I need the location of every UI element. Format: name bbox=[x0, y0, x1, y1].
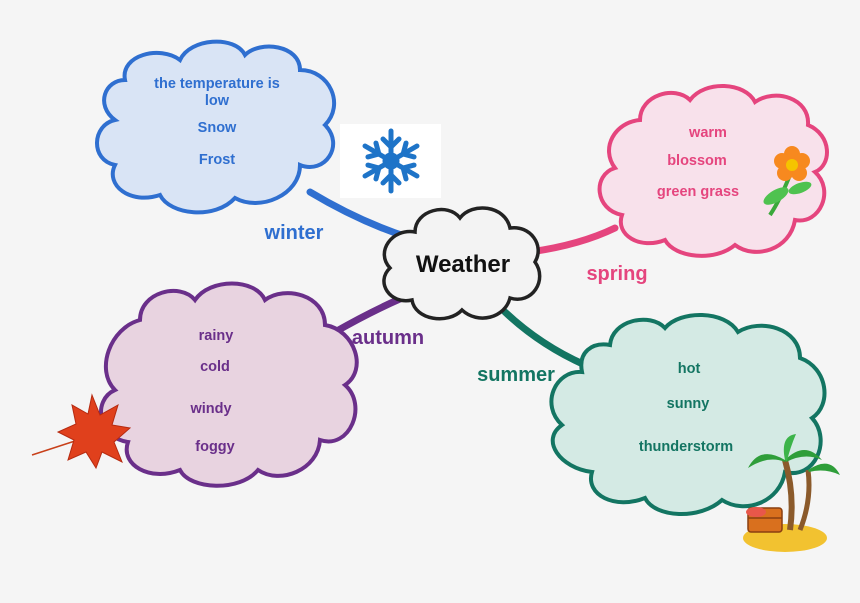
autumn-item: cold bbox=[200, 359, 230, 375]
autumn-cloud bbox=[99, 281, 359, 488]
spring-label: spring bbox=[586, 263, 648, 285]
summer-label: summer bbox=[477, 364, 555, 386]
summer-item: hot bbox=[677, 361, 701, 377]
center-label: Weather bbox=[415, 251, 511, 278]
winter-item: the temperature is low bbox=[154, 76, 280, 109]
autumn-item: foggy bbox=[195, 439, 235, 455]
autumn-item: rainy bbox=[198, 328, 234, 344]
summer-item: sunny bbox=[666, 396, 710, 412]
autumn-item: windy bbox=[190, 401, 232, 417]
winter-item: Snow bbox=[197, 120, 237, 136]
center-cloud bbox=[382, 206, 542, 321]
winter-item: Frost bbox=[198, 152, 236, 168]
summer-cloud bbox=[549, 313, 827, 516]
winter-connector bbox=[306, 188, 414, 242]
flower-icon bbox=[763, 146, 812, 217]
winter-label: winter bbox=[264, 222, 324, 244]
snowflake-icon bbox=[340, 124, 441, 198]
palm-island-icon bbox=[743, 434, 840, 552]
autumn-connector bbox=[331, 294, 406, 336]
spring-item: warm bbox=[689, 125, 727, 141]
spring-item: blossom bbox=[667, 153, 727, 169]
spring-connector bbox=[526, 224, 619, 256]
maple-leaf-icon bbox=[31, 393, 132, 470]
spring-item: green grass bbox=[656, 184, 740, 200]
summer-connector bbox=[501, 308, 589, 369]
winter-cloud bbox=[95, 39, 337, 215]
summer-item: thunderstorm bbox=[638, 439, 734, 455]
autumn-label: autumn bbox=[351, 327, 425, 349]
